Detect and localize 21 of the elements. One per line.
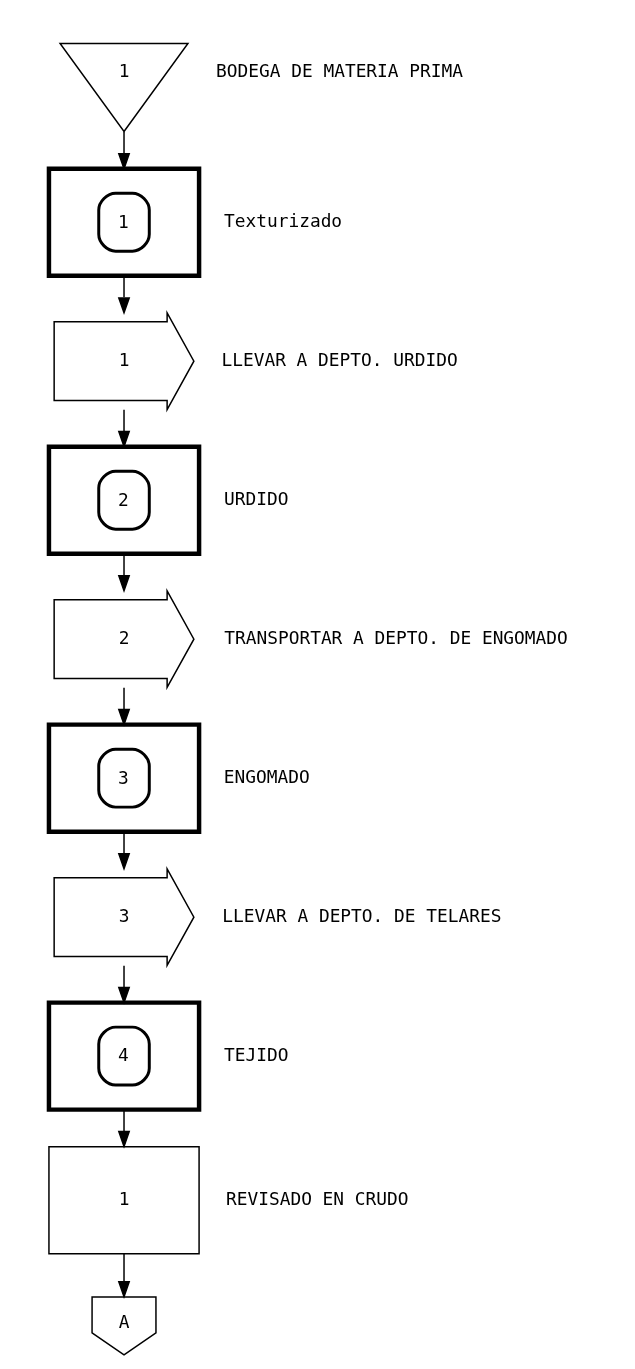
arrow bbox=[117, 831, 130, 871]
node-box: 3 bbox=[46, 722, 201, 834]
node-label: LLEVAR A DEPTO. DE TELARES bbox=[221, 904, 501, 926]
node-label: TEJIDO bbox=[223, 1043, 289, 1065]
node-label: BODEGA DE MATERIA PRIMA bbox=[215, 60, 463, 82]
node-box: 2 bbox=[46, 444, 201, 556]
node-box: 4 bbox=[46, 1000, 201, 1112]
arrow bbox=[117, 965, 130, 1005]
node-label: LLEVAR A DEPTO. URDIDO bbox=[220, 348, 458, 370]
arrow bbox=[117, 687, 130, 727]
node-box: 1 bbox=[46, 166, 201, 278]
node-label: URDIDO bbox=[223, 487, 289, 509]
arrow bbox=[117, 1109, 130, 1149]
node-label: TRANSPORTAR A DEPTO. DE ENGOMADO bbox=[223, 626, 568, 648]
arrow bbox=[117, 553, 130, 593]
node-label: ENGOMADO bbox=[223, 765, 310, 787]
node-box: 1 bbox=[47, 1146, 200, 1255]
node-label: REVISADO EN CRUDO bbox=[225, 1187, 408, 1209]
arrow bbox=[117, 1253, 130, 1299]
node-label: Texturizado bbox=[223, 209, 342, 231]
arrow bbox=[117, 275, 130, 315]
